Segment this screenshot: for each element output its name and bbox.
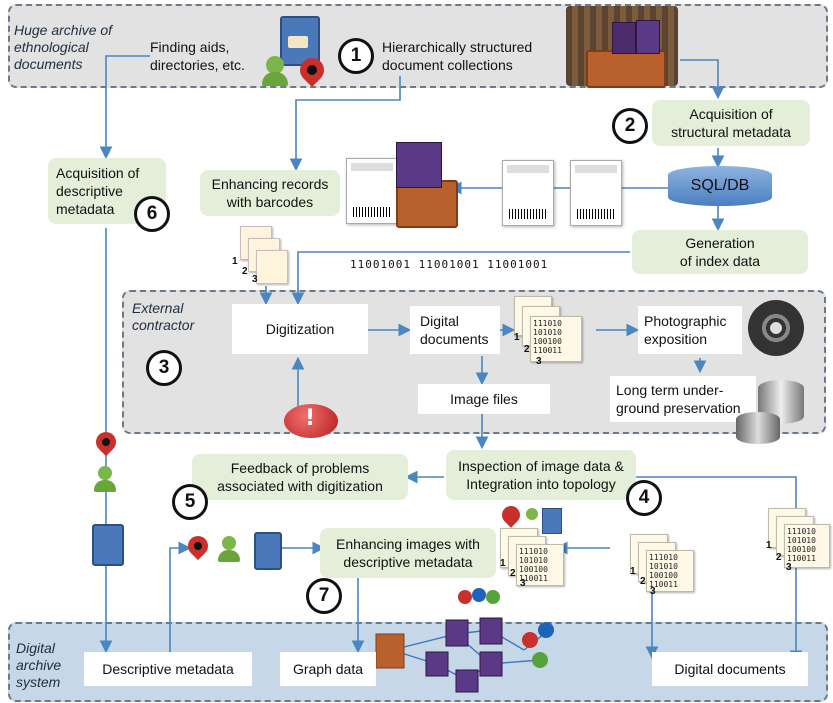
longterm-preservation-box: Long term under- ground preservation	[610, 376, 756, 422]
step-4-badge: 4	[626, 480, 662, 516]
book-icon	[254, 532, 282, 570]
enhancing-images-box: Enhancing images with descriptive metada…	[320, 528, 496, 578]
binary-sheet-icon: 111010 101010 100100 110011	[516, 544, 564, 586]
inspection-image-data-box: Inspection of image data & Integration i…	[446, 450, 636, 500]
binary-sheet-icon: 111010 101010 100100 110011	[784, 524, 830, 568]
book-icon	[92, 524, 124, 566]
storage-cylinder-icon	[736, 412, 780, 444]
contractor-region-label: External contractor	[132, 300, 195, 333]
digitization-box: Digitization	[232, 304, 368, 354]
user-group-icon	[486, 590, 500, 604]
step-7-badge: 7	[306, 578, 342, 614]
feedback-problems-box: Feedback of problems associated with dig…	[192, 454, 408, 500]
archive-region-label: Huge archive of ethnological documents	[14, 22, 113, 72]
archive-card-icon	[612, 22, 636, 54]
barcode-card-icon	[502, 160, 554, 226]
stack-number: 2	[510, 568, 516, 579]
book-label-icon	[288, 36, 308, 48]
enhancing-records-barcodes-box: Enhancing records with barcodes	[200, 170, 340, 216]
stack-number: 1	[630, 566, 636, 577]
stack-number: 3	[536, 356, 542, 367]
user-group-icon	[472, 588, 486, 602]
location-pin-dot-icon	[307, 65, 317, 75]
stack-number: 2	[242, 266, 248, 277]
binary-sheet-icon: 111010 101010 100100 110011	[646, 550, 694, 592]
binary-stream-label: 11001001 11001001 11001001	[350, 258, 549, 271]
stack-number: 1	[232, 256, 238, 267]
stack-number: 1	[766, 540, 772, 551]
archive-card-icon	[636, 20, 660, 54]
database-icon	[668, 166, 772, 206]
user-group-icon	[458, 590, 472, 604]
step-2-badge: 2	[612, 108, 648, 144]
generation-index-data-box: Generation of index data	[632, 230, 808, 274]
book-icon	[542, 508, 562, 534]
stack-number: 3	[252, 274, 258, 285]
location-pin-dot-icon	[194, 542, 202, 550]
image-files-box: Image files	[418, 384, 550, 414]
stack-number: 2	[640, 576, 646, 587]
stack-number: 3	[520, 578, 526, 589]
digital-documents-bottom-box: Digital documents	[652, 652, 808, 686]
sheet-icon	[256, 250, 288, 284]
region-archive	[8, 4, 828, 88]
step-5-badge: 5	[172, 484, 208, 520]
step-6-badge: 6	[134, 196, 170, 232]
arrow-descmeta-to-icons	[169, 541, 192, 654]
film-reel-icon	[748, 300, 804, 356]
alert-mark-icon: !	[305, 406, 316, 431]
stack-number: 2	[776, 552, 782, 563]
descriptive-metadata-box: Descriptive metadata	[84, 652, 252, 686]
barcode-card-icon	[570, 160, 622, 226]
stack-number: 1	[514, 332, 520, 343]
sqldb-label: SQL/DB	[690, 177, 750, 194]
user-body-icon	[218, 550, 240, 562]
binary-sheet-icon: 111010 101010 100100 110011	[530, 316, 582, 362]
stack-number: 3	[786, 562, 792, 573]
acquisition-structural-metadata-box: Acquisition of structural metadata	[652, 100, 810, 146]
arrow-findingaids-to-acqdesc	[99, 55, 150, 160]
step-3-badge: 3	[146, 350, 182, 386]
stack-number: 3	[650, 586, 656, 597]
user-icon	[526, 508, 538, 520]
location-pin-dot-icon	[102, 438, 110, 446]
alert-bubble-icon	[284, 404, 338, 438]
archive-drawer-icon	[586, 50, 666, 88]
user-icon	[222, 536, 236, 550]
stack-number: 1	[500, 558, 506, 569]
user-icon	[98, 466, 112, 480]
digital-documents-box: Digital documents	[410, 306, 500, 354]
graph-data-box: Graph data	[280, 652, 376, 686]
photographic-exposition-box: Photographic exposition	[638, 306, 742, 354]
stack-number: 2	[524, 344, 530, 355]
user-icon	[266, 56, 284, 74]
user-body-icon	[262, 72, 288, 86]
arrow-inspection-to-digitaldocs-right	[636, 476, 803, 664]
hierarchical-collections-label: Hierarchically structured document colle…	[382, 39, 533, 73]
archive-card-icon	[396, 142, 442, 188]
arrow-hier-to-barcodes	[289, 76, 401, 172]
digital-archive-region-label: Digital archive system	[16, 640, 62, 690]
step-1-badge: 1	[338, 38, 374, 74]
arrow-index-to-digitization	[291, 251, 630, 306]
arrow-archive-to-acqstruct	[680, 59, 725, 100]
user-body-icon	[94, 480, 116, 492]
finding-aids-label: Finding aids, directories, etc.	[150, 39, 245, 73]
